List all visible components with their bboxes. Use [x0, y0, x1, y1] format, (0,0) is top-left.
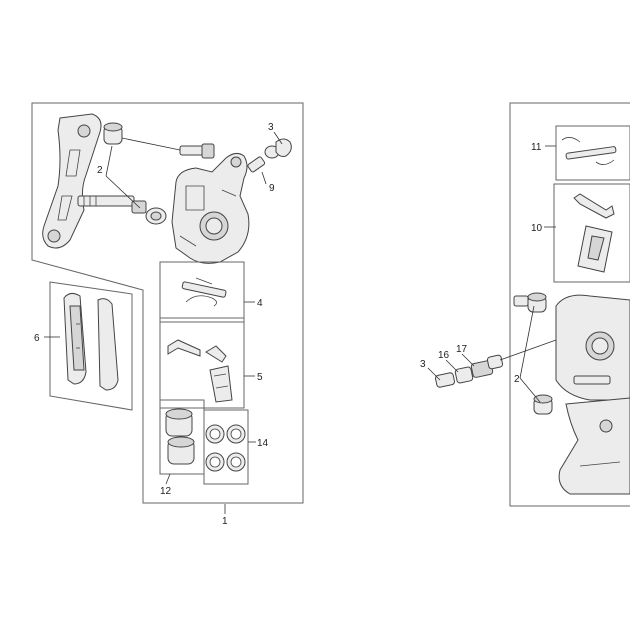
callout-5: 5 [257, 372, 263, 383]
guide-pin-short [179, 143, 215, 159]
rubber-boot-top [103, 122, 123, 145]
right-guide-pin [573, 375, 611, 385]
callout-3-left: 3 [268, 122, 274, 133]
callout-numbers: 1 2 3 9 4 5 6 14 12 11 10 2 3 16 17 [34, 122, 543, 527]
bleeder-cap [275, 138, 292, 157]
callout-10: 10 [531, 223, 543, 234]
kit-11-parts [561, 137, 617, 165]
right-guide-pin-2 [513, 295, 529, 307]
callout-9: 9 [269, 183, 275, 194]
piston-parts [165, 408, 195, 465]
spring-kit-box [159, 317, 245, 409]
right-bleeder-assembly [435, 354, 504, 388]
right-mounting-bracket [558, 397, 630, 495]
callout-4: 4 [257, 298, 263, 309]
right-caliper-body [555, 294, 630, 401]
spring-kit-parts [167, 339, 233, 403]
guide-pin-long [77, 195, 167, 225]
brake-pads [63, 292, 119, 391]
callout-16: 16 [438, 350, 450, 361]
caliper-assembly-frame [31, 102, 304, 504]
kit-10-parts [573, 193, 615, 273]
leader-lines [44, 131, 556, 514]
seal-rings [205, 424, 246, 472]
callout-17: 17 [456, 344, 468, 355]
kit-box-11 [555, 125, 630, 181]
right-boot-top [527, 292, 547, 313]
callout-11: 11 [531, 142, 542, 153]
callout-1: 1 [222, 516, 228, 527]
bleeder-screw [247, 145, 280, 173]
callout-2-left: 2 [97, 165, 103, 176]
pin-kit-box [159, 261, 245, 323]
caliper-mounting-bracket [42, 113, 102, 249]
right-assembly-frame [509, 102, 630, 507]
callout-14: 14 [257, 438, 269, 449]
pin-kit-parts [181, 277, 227, 307]
caliper-body [171, 152, 250, 264]
seal-box [203, 409, 249, 485]
callout-12: 12 [160, 486, 172, 497]
callout-2-right: 2 [514, 374, 520, 385]
brake-pad-box [49, 281, 133, 411]
kit-box-10 [553, 183, 630, 283]
right-boot-bottom [533, 394, 553, 415]
callout-6: 6 [34, 333, 40, 344]
callout-3-right: 3 [420, 359, 426, 370]
